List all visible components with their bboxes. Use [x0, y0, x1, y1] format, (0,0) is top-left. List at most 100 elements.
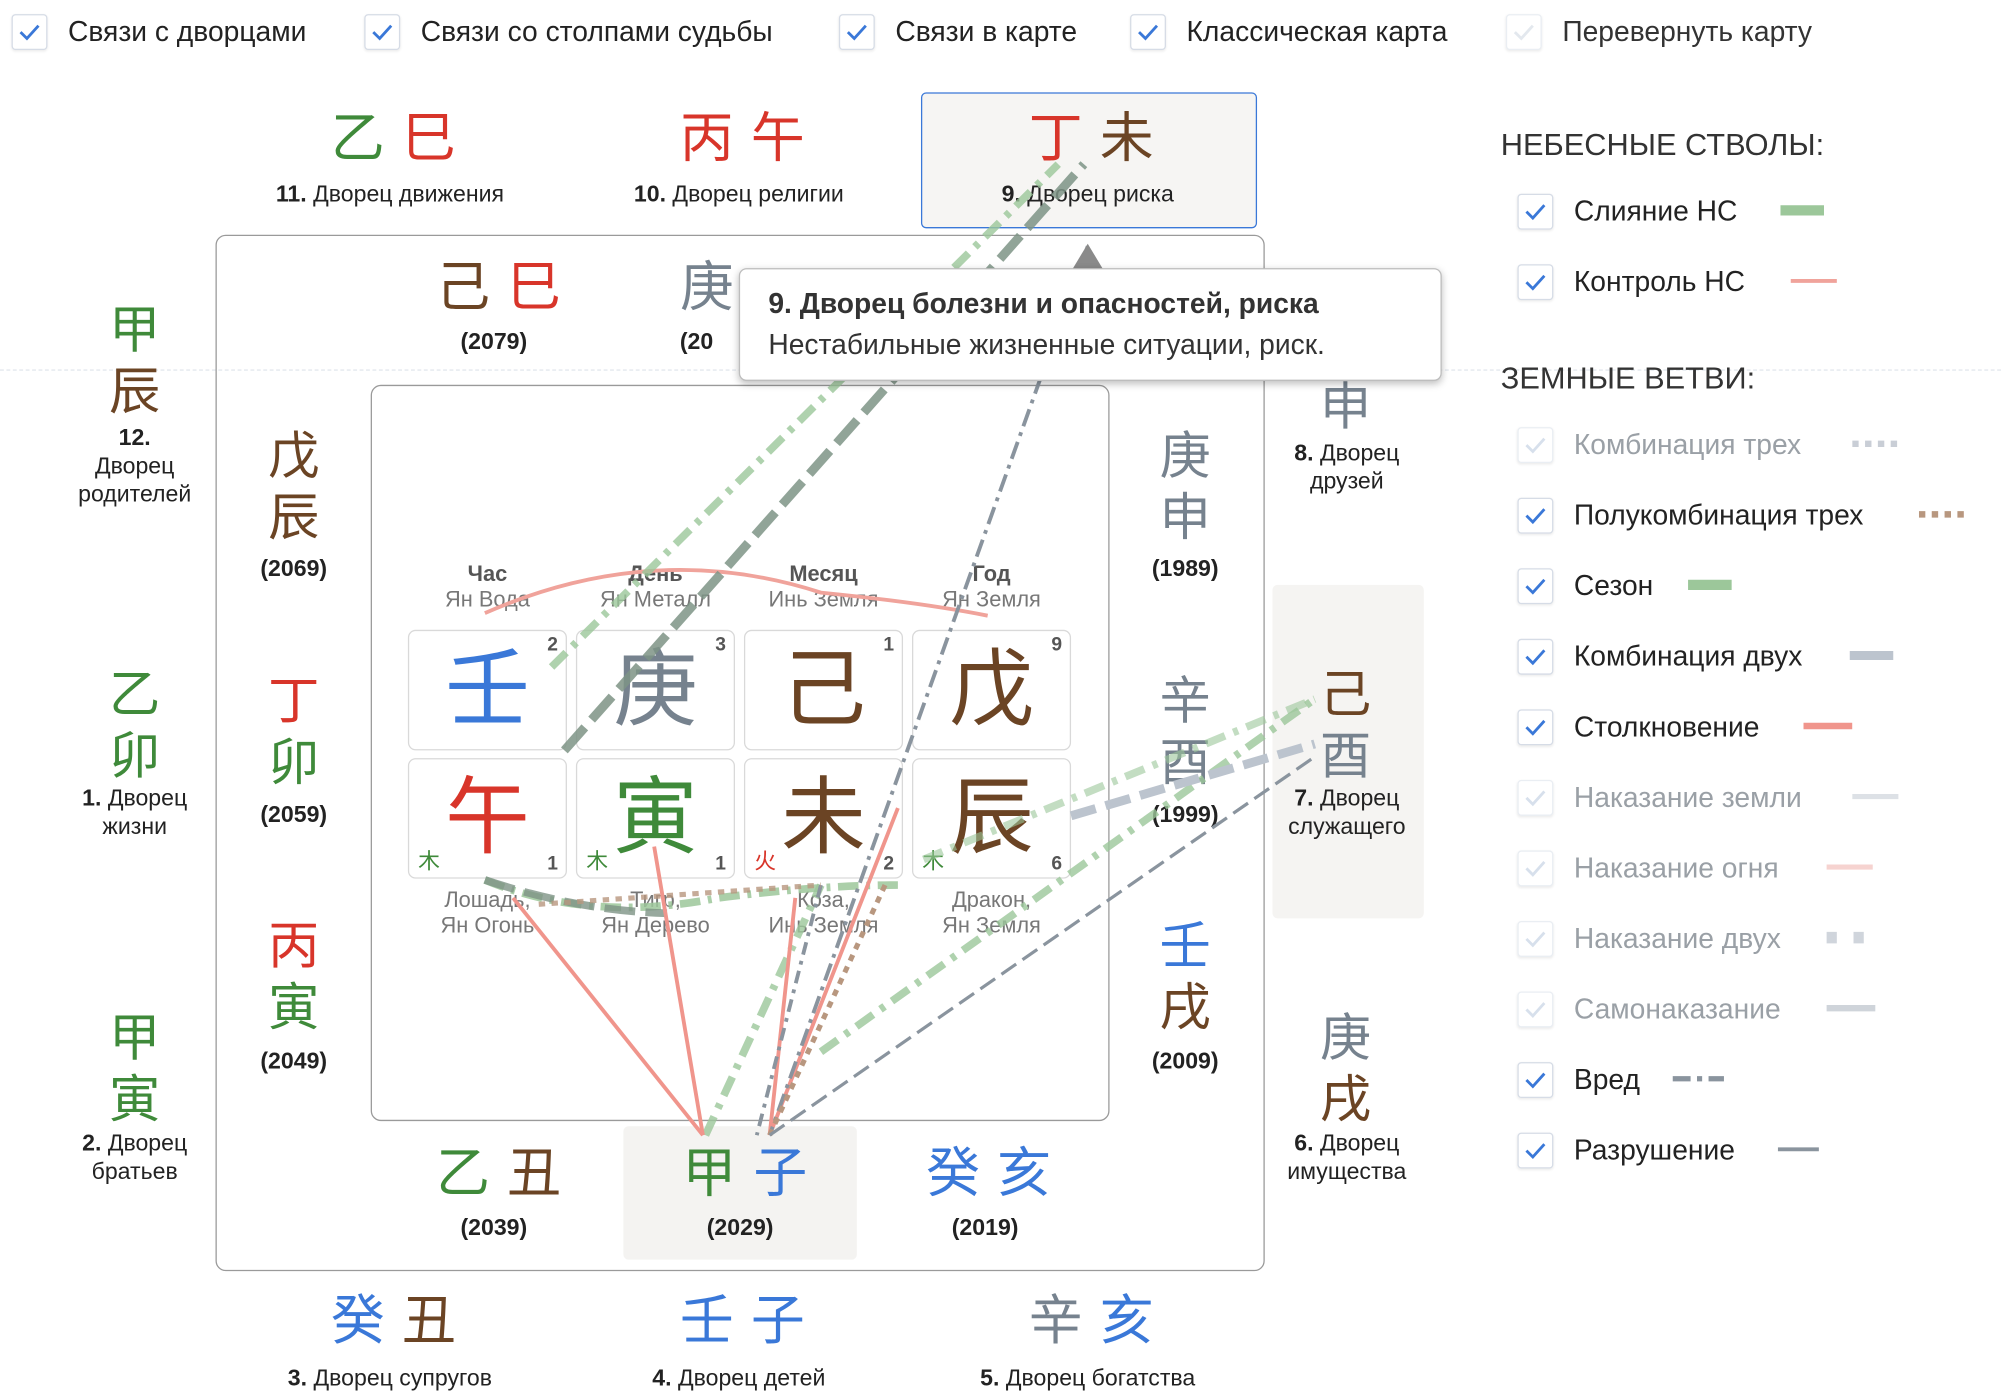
half-combo-link-2: [538, 882, 822, 907]
legend-label-earth-punishment[interactable]: Наказание земли: [1573, 781, 1802, 814]
check-icon: [1525, 649, 1546, 666]
legend-label-double-punishment[interactable]: Наказание двух: [1573, 922, 1781, 955]
palace-2-glyphs[interactable]: 甲寅: [109, 1009, 161, 1131]
palace-8-glyphs[interactable]: 申: [1319, 378, 1372, 438]
tooltip-title: 9. Дворец болезни и опасностей, риска: [768, 287, 1319, 320]
check-icon: [1525, 274, 1546, 291]
legend-swatch-harm: [1672, 1076, 1724, 1082]
legend-swatch-season: [1688, 579, 1732, 591]
legend-label-double-combo[interactable]: Комбинация двух: [1573, 640, 1803, 673]
palace-5-glyphs[interactable]: 辛 亥: [1028, 1289, 1154, 1352]
checkbox-classic-chart[interactable]: [1130, 14, 1166, 51]
legend-checkbox-clash[interactable]: [1517, 709, 1554, 746]
legend-swatch-fire-punishment: [1826, 864, 1873, 870]
check-icon: [1513, 24, 1534, 41]
check-icon: [1525, 790, 1546, 807]
palace-4-glyphs[interactable]: 壬 子: [679, 1289, 805, 1352]
checkbox-chart-links[interactable]: [838, 14, 875, 51]
palace-7-glyphs[interactable]: 己酉: [1319, 665, 1372, 787]
checkbox-destiny-pillars-links[interactable]: [364, 14, 401, 51]
palace-6-glyphs[interactable]: 庚戌: [1319, 1009, 1372, 1131]
legend-checkbox-stem-merge[interactable]: [1517, 193, 1554, 230]
legend-checkbox-double-punishment[interactable]: [1517, 920, 1554, 957]
legend-label-harm[interactable]: Вред: [1573, 1063, 1640, 1096]
legend-checkbox-stem-control[interactable]: [1517, 264, 1554, 301]
legend-swatch-half-triple: [1918, 511, 1968, 518]
toolbar-label-chart-links[interactable]: Связи в карте: [895, 15, 1078, 48]
legend-swatch-earth-punishment: [1852, 793, 1899, 800]
luck-pillar-2079-glyphs[interactable]: 己 巳: [436, 255, 562, 319]
legend-label-season[interactable]: Сезон: [1573, 569, 1654, 602]
legend-checkbox-self-punishment[interactable]: [1517, 991, 1554, 1028]
legend-label-fire-punishment[interactable]: Наказание огня: [1573, 851, 1779, 884]
palace-11-glyphs[interactable]: 乙 巳: [330, 106, 456, 170]
legend-label-destruction[interactable]: Разрушение: [1573, 1133, 1735, 1166]
luck-pillar-1989-glyphs[interactable]: 庚申: [1159, 427, 1211, 548]
luck-pillar-2009-glyphs[interactable]: 壬戌: [1159, 917, 1211, 1038]
legend-checkbox-double-combo[interactable]: [1517, 638, 1554, 675]
stem-control-arc: [484, 568, 989, 618]
harm-link-2: [754, 884, 823, 1136]
check-icon: [1525, 931, 1546, 948]
check-icon: [1525, 508, 1546, 525]
legend-label-self-punishment[interactable]: Самонаказание: [1573, 992, 1781, 1025]
toolbar-label-flip-chart[interactable]: Перевернуть карту: [1562, 15, 1813, 48]
palace-9-glyphs[interactable]: 丁 未: [1028, 106, 1154, 170]
legend-checkbox-destruction[interactable]: [1517, 1132, 1554, 1169]
palace-9-highlight[interactable]: [920, 92, 1258, 229]
legend-label-stem-control[interactable]: Контроль НС: [1573, 265, 1746, 298]
toolbar-label-classic-chart[interactable]: Классическая карта: [1186, 15, 1448, 48]
palace-3-glyphs[interactable]: 癸 丑: [330, 1289, 456, 1352]
legend-checkbox-season[interactable]: [1517, 568, 1554, 605]
luck-pillar-2059-glyphs[interactable]: 丁卯: [268, 672, 320, 793]
pillar-2029-highlight: [623, 1126, 857, 1260]
luck-pillar-2019-glyphs[interactable]: 癸 亥: [926, 1141, 1052, 1205]
check-icon: [1525, 719, 1546, 736]
luck-pillar-2039-glyphs[interactable]: 乙 丑: [436, 1141, 562, 1205]
checkbox-palace-links[interactable]: [11, 14, 48, 51]
palace-tooltip: 9. Дворец болезни и опасностей, риска Не…: [738, 268, 1442, 381]
harm-link-1: [767, 245, 1090, 1136]
palace-10-glyphs[interactable]: 丙 午: [679, 106, 805, 170]
palace-1-glyphs[interactable]: 乙卯: [109, 665, 161, 787]
legend-checkbox-triple-combo[interactable]: [1517, 427, 1554, 464]
palace-12-glyphs[interactable]: 甲辰: [109, 301, 161, 423]
luck-pillar-2049-glyphs[interactable]: 丙寅: [268, 917, 320, 1038]
season-link-5: [922, 695, 1317, 863]
check-icon: [1525, 204, 1546, 221]
legend-checkbox-half-triple[interactable]: [1517, 497, 1554, 534]
legend-label-stem-merge[interactable]: Слияние НС: [1573, 194, 1738, 228]
check-icon: [1525, 1002, 1546, 1018]
legend-swatch-double-punishment: [1826, 931, 1873, 944]
palace-4-caption: 4. Дворец детей: [652, 1364, 826, 1391]
luck-pillar-2069-year: (2069): [260, 555, 328, 582]
check-icon: [1525, 1072, 1546, 1089]
toolbar-label-destiny-pillars[interactable]: Связи со столпами судьбы: [420, 15, 773, 48]
clash-link-1: [511, 896, 705, 1137]
checkbox-flip-chart[interactable]: [1505, 14, 1542, 51]
legend-checkbox-harm[interactable]: [1517, 1062, 1554, 1098]
legend-checkbox-earth-punishment[interactable]: [1517, 779, 1554, 816]
legend-label-triple-combo[interactable]: Комбинация трех: [1573, 428, 1802, 461]
luck-pillar-2009-year: (2009): [1151, 1047, 1219, 1074]
legend-label-clash[interactable]: Столкновение: [1573, 710, 1760, 743]
legend-swatch-stem-merge: [1780, 205, 1824, 216]
legend-checkbox-fire-punishment[interactable]: [1517, 850, 1554, 887]
luck-pillar-2029-glyphs[interactable]: 甲 子: [682, 1141, 808, 1205]
toolbar-label-palace-links[interactable]: Связи с дворцами: [67, 15, 307, 48]
luck-pillar-2039-year: (2039): [460, 1214, 528, 1241]
clash-link-2: [652, 846, 705, 1136]
luck-pillar-2069-glyphs[interactable]: 戊辰: [268, 427, 320, 548]
legend-swatch-double-combo: [1849, 650, 1894, 660]
legend-label-half-triple[interactable]: Полукомбинация трех: [1573, 498, 1864, 532]
luck-pillar-2089-glyphs[interactable]: 庚: [679, 255, 734, 319]
